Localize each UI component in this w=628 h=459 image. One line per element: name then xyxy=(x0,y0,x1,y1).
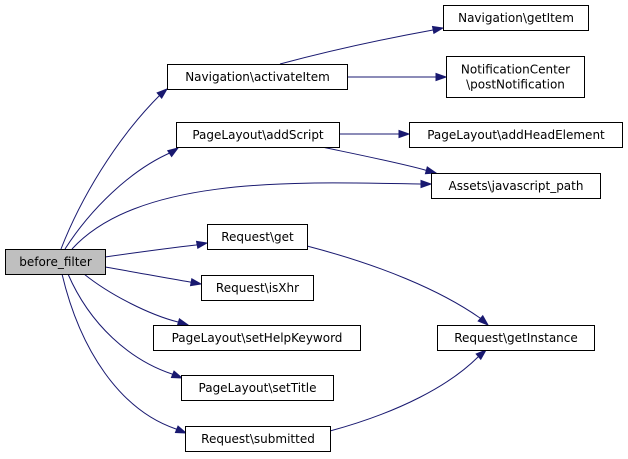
node-req_getinstance[interactable]: Request\getInstance xyxy=(437,325,595,351)
edge-req_submitted-to-req_getinstance xyxy=(329,349,488,432)
edge-line xyxy=(64,150,174,250)
node-box xyxy=(176,122,340,148)
node-notif_post[interactable]: NotificationCenter\postNotification xyxy=(446,56,585,98)
node-box xyxy=(443,5,589,31)
edge-line xyxy=(67,273,175,376)
arrowhead-icon xyxy=(156,88,169,100)
node-label: Navigation\activateItem xyxy=(185,70,330,84)
edge-line xyxy=(329,355,480,432)
node-nav_getitem[interactable]: Navigation\getItem xyxy=(443,5,589,31)
edge-pl_addscript-to-pl_addhead xyxy=(339,129,411,139)
arrowhead-icon xyxy=(166,147,180,158)
edge-line xyxy=(60,93,162,250)
edge-line xyxy=(279,29,436,65)
node-box xyxy=(167,64,348,90)
node-label: PageLayout\setTitle xyxy=(199,381,317,395)
edge-line xyxy=(104,266,193,283)
node-box xyxy=(431,173,601,199)
node-req_submitted[interactable]: Request\submitted xyxy=(185,426,331,452)
node-label: NotificationCenter xyxy=(461,63,570,77)
edge-line xyxy=(61,273,179,431)
edge-line xyxy=(83,273,181,324)
edge-line xyxy=(321,146,428,172)
node-label: PageLayout\addScript xyxy=(192,128,324,142)
edge-line xyxy=(71,182,423,250)
node-label: \postNotification xyxy=(466,78,565,92)
edge-req_get-to-req_getinstance xyxy=(306,245,490,326)
node-before_filter[interactable]: before_filter xyxy=(5,249,106,275)
node-pl_settitle[interactable]: PageLayout\setTitle xyxy=(181,375,334,401)
node-assets_js[interactable]: Assets\javascript_path xyxy=(431,173,601,199)
node-box xyxy=(153,325,361,351)
node-req_get[interactable]: Request\get xyxy=(207,224,308,250)
node-nav_activate[interactable]: Navigation\activateItem xyxy=(167,64,348,90)
arrowhead-icon xyxy=(424,166,438,175)
node-label: Assets\javascript_path xyxy=(449,179,584,193)
arrowhead-icon xyxy=(174,425,188,434)
nodes: before_filter Navigation\activateItem Navi… xyxy=(5,5,623,452)
node-label: Request\submitted xyxy=(201,432,315,446)
node-box xyxy=(5,249,106,275)
node-label: PageLayout\setHelpKeyword xyxy=(172,331,343,345)
edge-nav_activate-to-notif_post xyxy=(347,72,448,82)
edge-before_filter-to-req_get xyxy=(104,240,209,258)
edge-line xyxy=(306,245,482,320)
edge-before_filter-to-pl_sethelp xyxy=(83,273,190,327)
edge-before_filter-to-pl_addscript xyxy=(64,147,180,250)
edges xyxy=(60,25,490,434)
arrowhead-icon xyxy=(475,349,488,361)
edge-before_filter-to-pl_settitle xyxy=(67,273,184,379)
node-box xyxy=(185,426,331,452)
edge-before_filter-to-req_submitted xyxy=(61,273,188,434)
node-box xyxy=(201,275,314,301)
edge-pl_addscript-to-assets_js xyxy=(321,146,438,175)
node-label: Navigation\getItem xyxy=(458,11,574,25)
node-pl_addhead[interactable]: PageLayout\addHeadElement xyxy=(409,122,623,148)
node-label: Request\getInstance xyxy=(454,331,578,345)
node-pl_sethelp[interactable]: PageLayout\setHelpKeyword xyxy=(153,325,361,351)
node-box xyxy=(181,375,334,401)
node-label: before_filter xyxy=(19,255,92,269)
arrowhead-icon xyxy=(477,314,490,326)
node-label: Request\isXhr xyxy=(216,281,299,295)
arrowhead-icon xyxy=(435,72,448,82)
arrowhead-icon xyxy=(420,179,433,189)
edge-before_filter-to-req_isxhr xyxy=(104,266,203,287)
node-pl_addscript[interactable]: PageLayout\addScript xyxy=(176,122,340,148)
node-label: Request\get xyxy=(221,230,294,244)
node-box xyxy=(446,56,585,98)
edge-nav_activate-to-nav_getitem xyxy=(279,25,445,65)
node-req_isxhr[interactable]: Request\isXhr xyxy=(201,275,314,301)
node-label: PageLayout\addHeadElement xyxy=(427,128,605,142)
node-box xyxy=(207,224,308,250)
node-box xyxy=(437,325,595,351)
edge-before_filter-to-nav_activate xyxy=(60,88,169,250)
arrowhead-icon xyxy=(398,129,411,139)
arrowhead-icon xyxy=(431,25,445,35)
edge-line xyxy=(104,244,199,258)
edge-before_filter-to-assets_js xyxy=(71,179,433,250)
arrowhead-icon xyxy=(176,317,190,327)
arrowhead-icon xyxy=(170,370,184,379)
node-box xyxy=(409,122,623,148)
arrowhead-icon xyxy=(189,277,203,287)
arrowhead-icon xyxy=(195,240,209,250)
